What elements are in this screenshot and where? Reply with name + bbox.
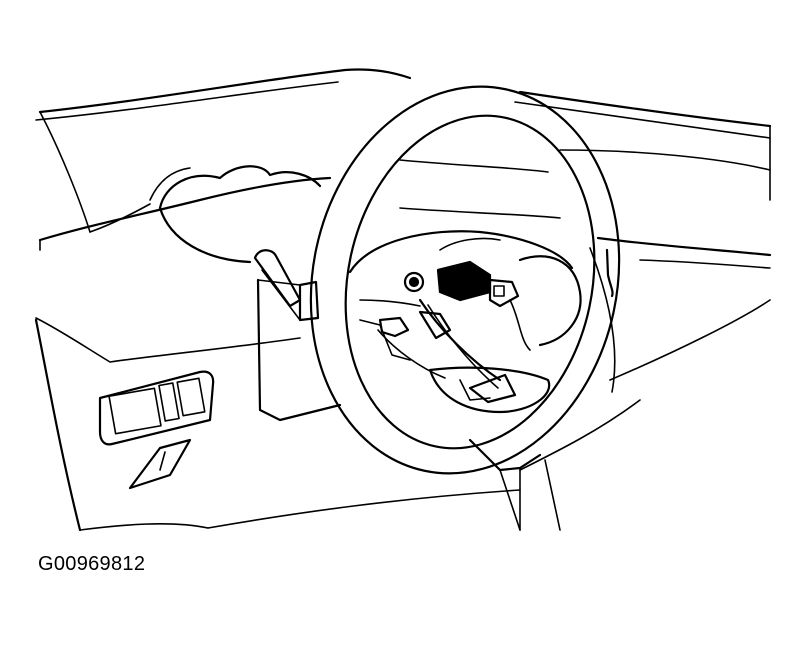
turn-signal-stalk [253,249,320,322]
switch-panel [98,370,215,446]
steering-wheel [309,85,621,475]
column-shroud [468,248,614,531]
column-cover [256,278,342,422]
figure-code: G00969812 [38,553,146,575]
steering-hub-internals [378,260,520,404]
dashboard [34,68,772,532]
hood-release-lever [128,438,192,490]
instrument-cluster-hood [149,165,322,264]
